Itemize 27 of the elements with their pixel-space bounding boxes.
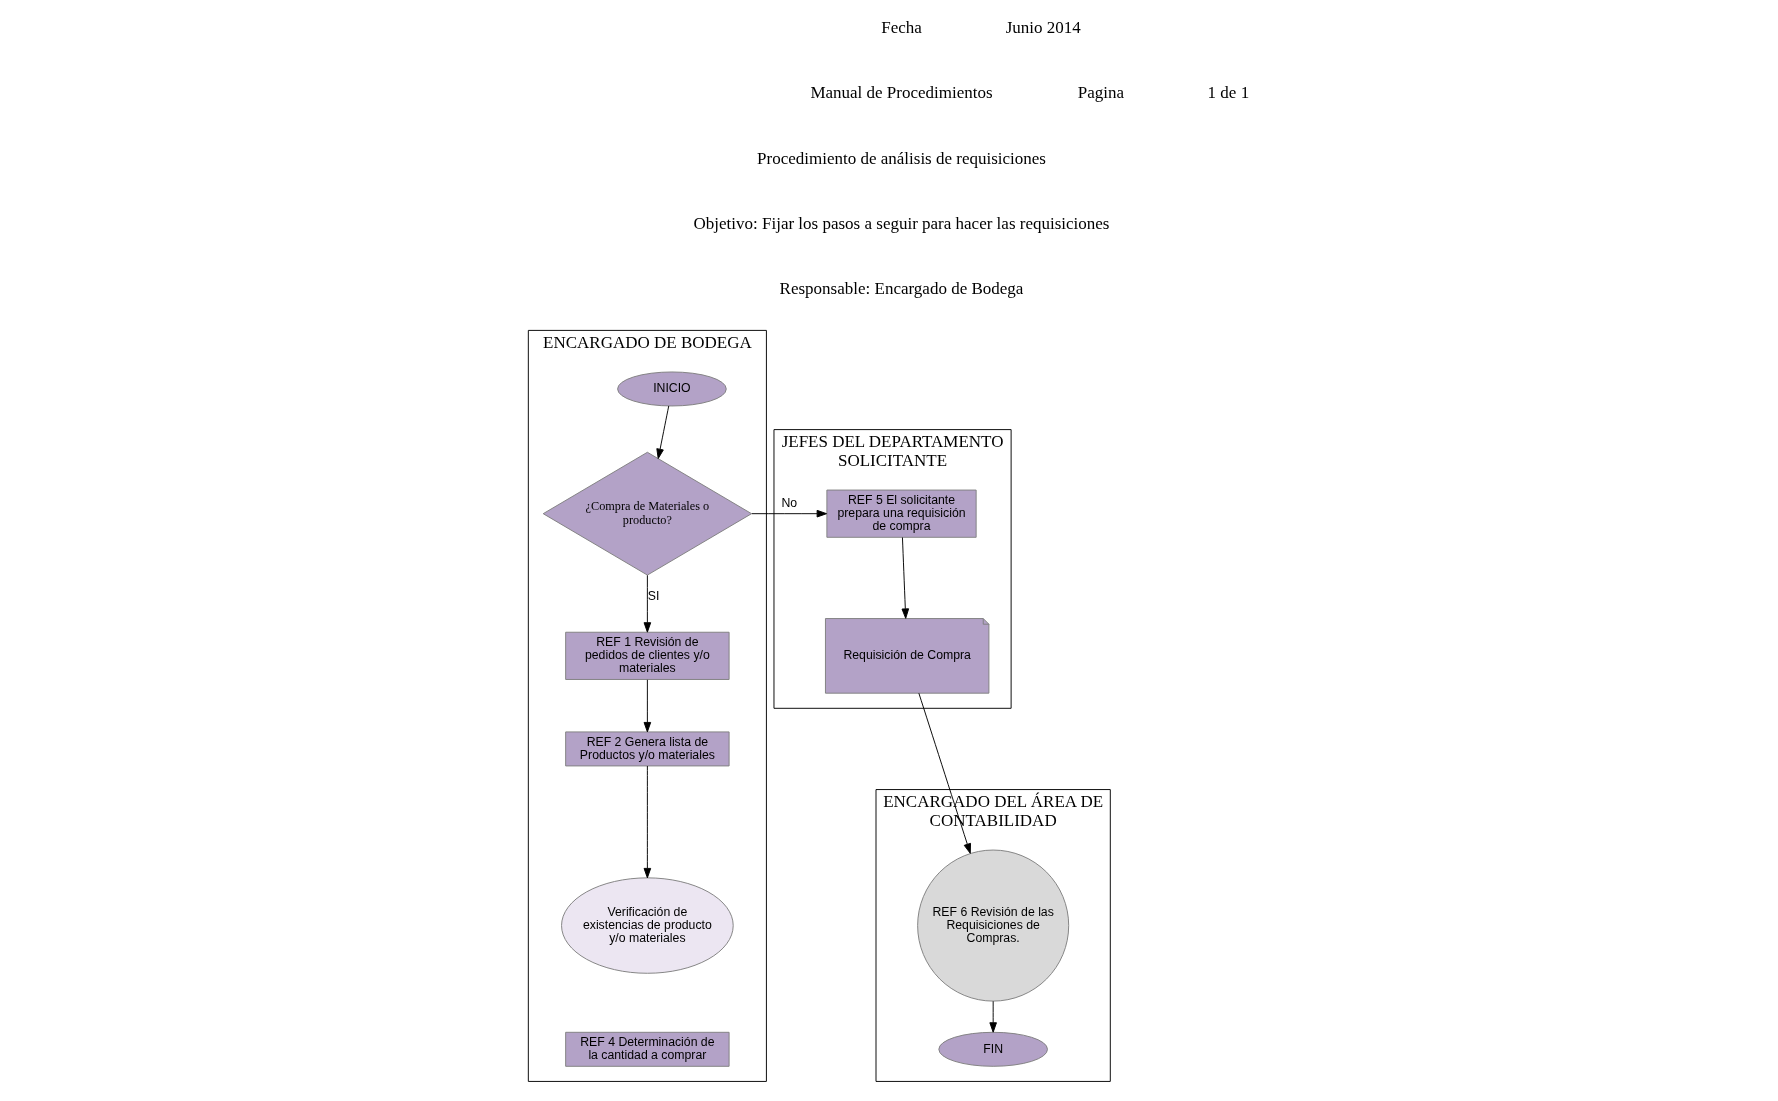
node-circle: REF 6 Revisión de las Requisiciones de Compras. — [917, 849, 1070, 1002]
arrow — [901, 537, 910, 619]
node-ellipse: Verificación de existencias de producto y/o materiales — [561, 877, 734, 974]
edge-label: SI — [647, 589, 660, 604]
node-box: REF 4 Determinación de la cantidad a comprar — [565, 1031, 730, 1067]
edge-label: No — [781, 496, 798, 511]
label: 1 de 1 — [1207, 83, 1250, 103]
label: Objetivo: Fijar los pasos a seguir para hacer las requisiciones — [693, 213, 1110, 233]
label: Fecha — [881, 18, 922, 38]
arrow — [643, 765, 652, 879]
node-ellipse: INICIO — [617, 371, 727, 407]
node-diamond: ¿Compra de Materiales o producto? — [542, 451, 753, 576]
label: Responsable: Encargado de Bodega — [779, 278, 1024, 298]
arrow — [751, 509, 828, 518]
arrow — [656, 405, 670, 459]
label: Junio 2014 — [1005, 18, 1081, 38]
node-box: REF 2 Genera lista de Productos y/o materiales — [565, 731, 730, 767]
label: Procedimiento de análisis de requisiciones — [757, 148, 1046, 168]
arrow — [989, 1000, 997, 1033]
arrow — [918, 692, 971, 854]
node-ellipse: FIN — [938, 1031, 1048, 1067]
label: Pagina — [1077, 83, 1124, 103]
node-box: REF 5 El solicitante prepara una requisición de compra — [826, 489, 977, 538]
node-box: REF 1 Revisión de pedidos de clientes y/o materiales — [565, 631, 730, 680]
label: Manual de Procedimientos — [810, 83, 993, 103]
arrow — [643, 574, 652, 633]
arrow — [643, 679, 652, 733]
